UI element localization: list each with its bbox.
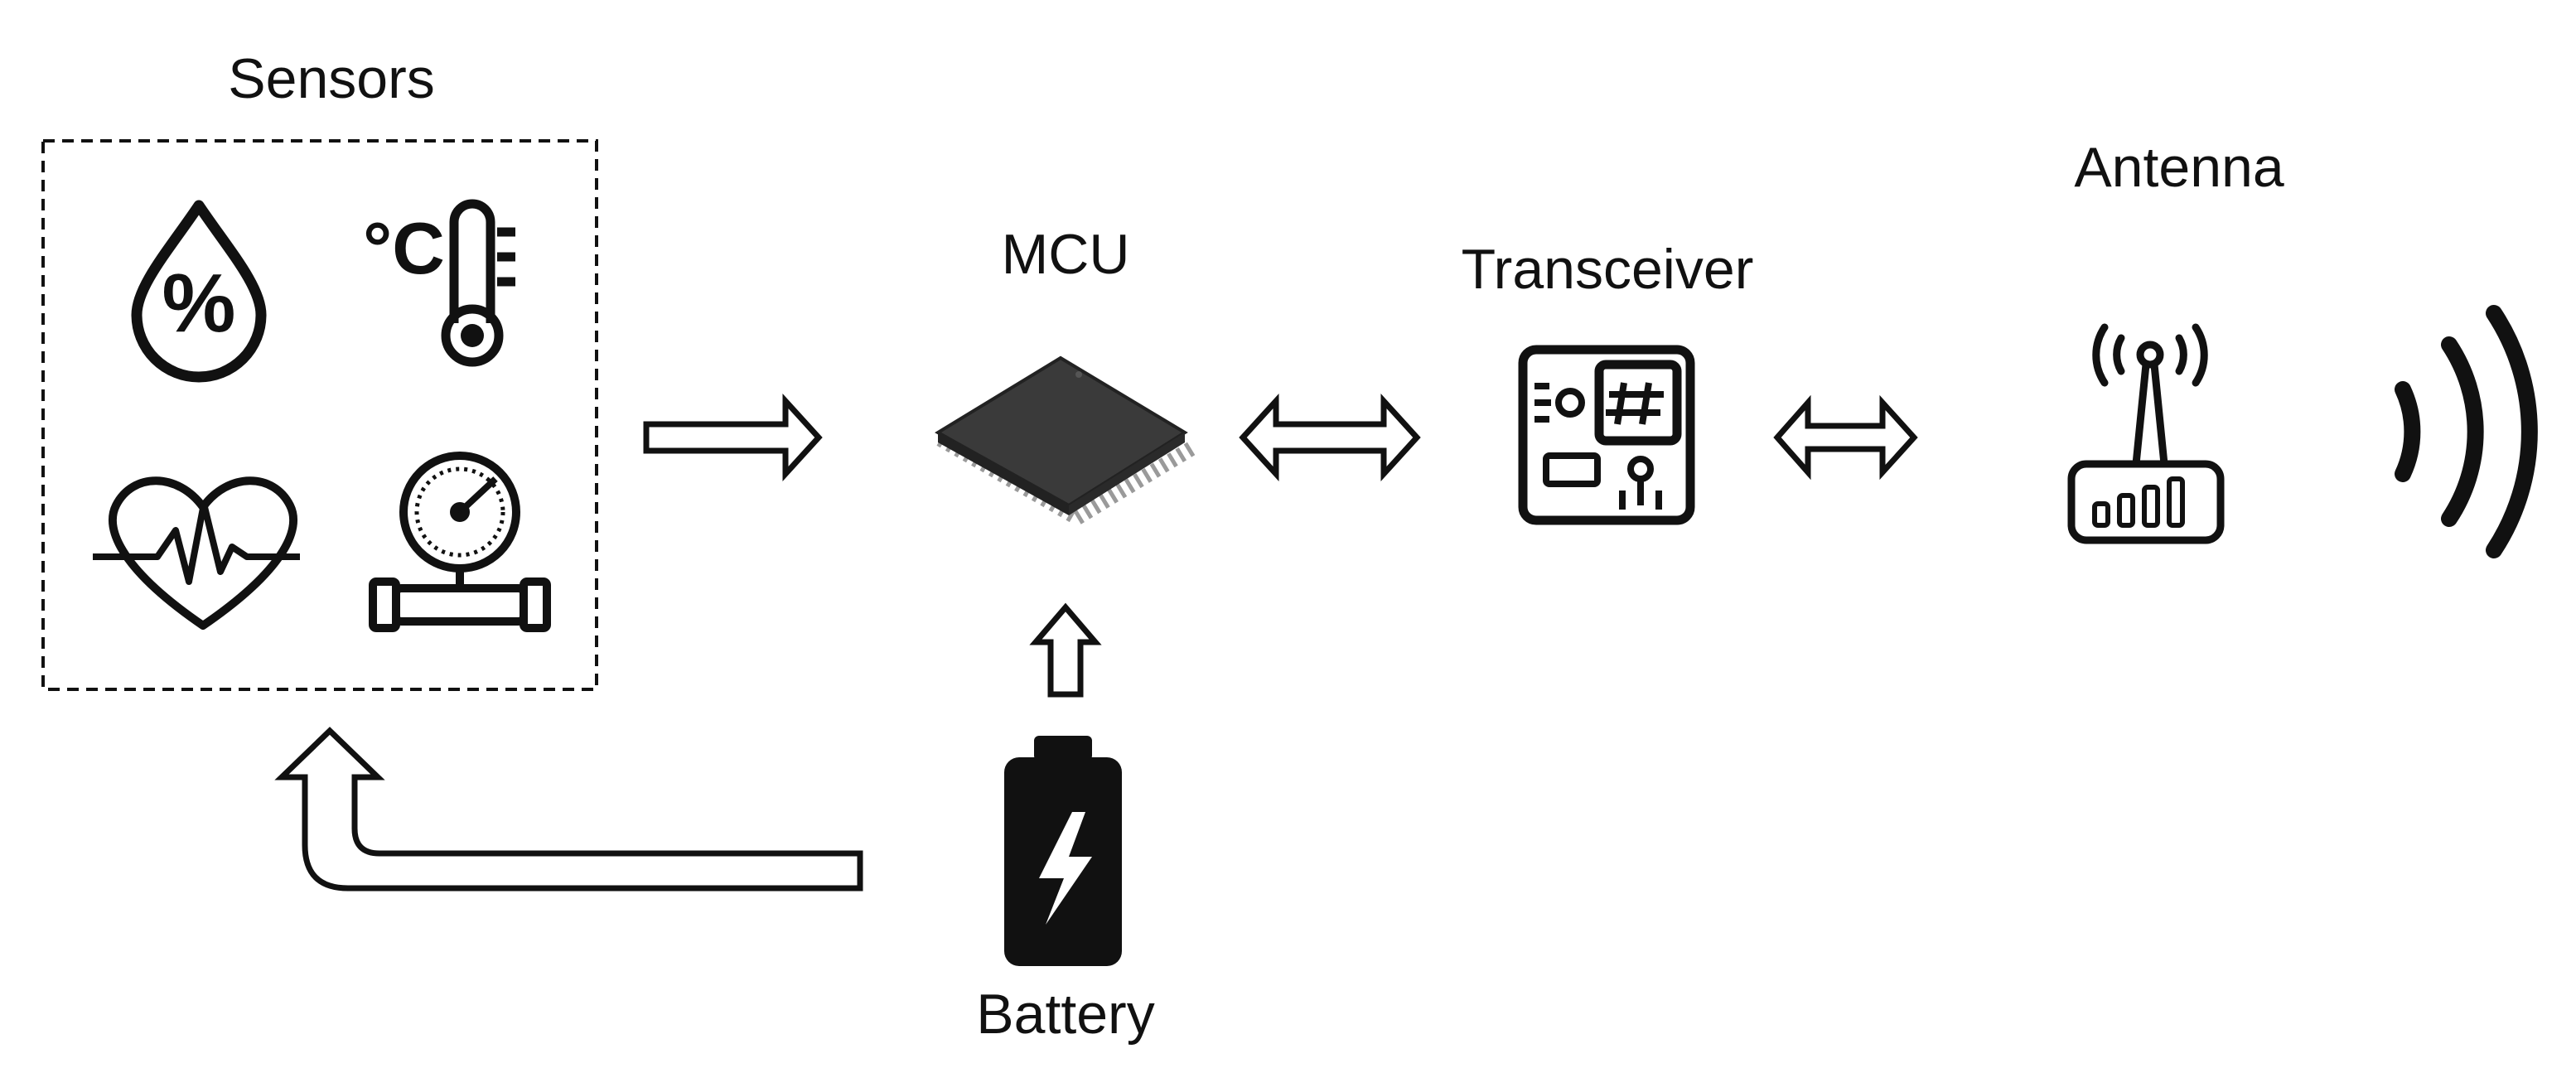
- transceiver-antenna-double-arrow: [1773, 394, 1918, 481]
- sensors-dashed-box: [41, 139, 598, 691]
- circuit-board-icon: [1518, 345, 1695, 525]
- humidity-percent-symbol: %: [162, 257, 236, 350]
- humidity-icon: %: [131, 200, 267, 383]
- battery-icon: [1004, 736, 1122, 966]
- battery-group: Battery: [976, 736, 1155, 1046]
- battery-to-sensors-arrow: [274, 727, 863, 892]
- sensors-label: Sensors: [228, 47, 434, 110]
- wireless-signal-icon: [2395, 305, 2538, 558]
- pressure-gauge-icon: [369, 452, 551, 632]
- mcu-group: MCU: [935, 223, 1197, 524]
- celsius-label: °C: [363, 207, 445, 289]
- mcu-chip-icon: [935, 355, 1197, 524]
- heart-rate-icon: [93, 476, 300, 630]
- sensors-to-mcu-arrow: [643, 393, 823, 482]
- mcu-transceiver-double-arrow: [1239, 393, 1421, 482]
- antenna-label: Antenna: [2074, 136, 2284, 199]
- antenna-group: Antenna: [2067, 136, 2284, 544]
- sensors-group: Sensors % °C: [41, 47, 598, 691]
- mcu-label: MCU: [1002, 223, 1130, 286]
- transceiver-label: Transceiver: [1462, 238, 1754, 301]
- thermometer-icon: °C: [363, 199, 515, 367]
- router-antenna-icon: [2067, 323, 2225, 544]
- battery-label: Battery: [976, 983, 1154, 1046]
- battery-to-mcu-arrow: [1029, 602, 1102, 698]
- transceiver-group: Transceiver: [1462, 238, 1754, 525]
